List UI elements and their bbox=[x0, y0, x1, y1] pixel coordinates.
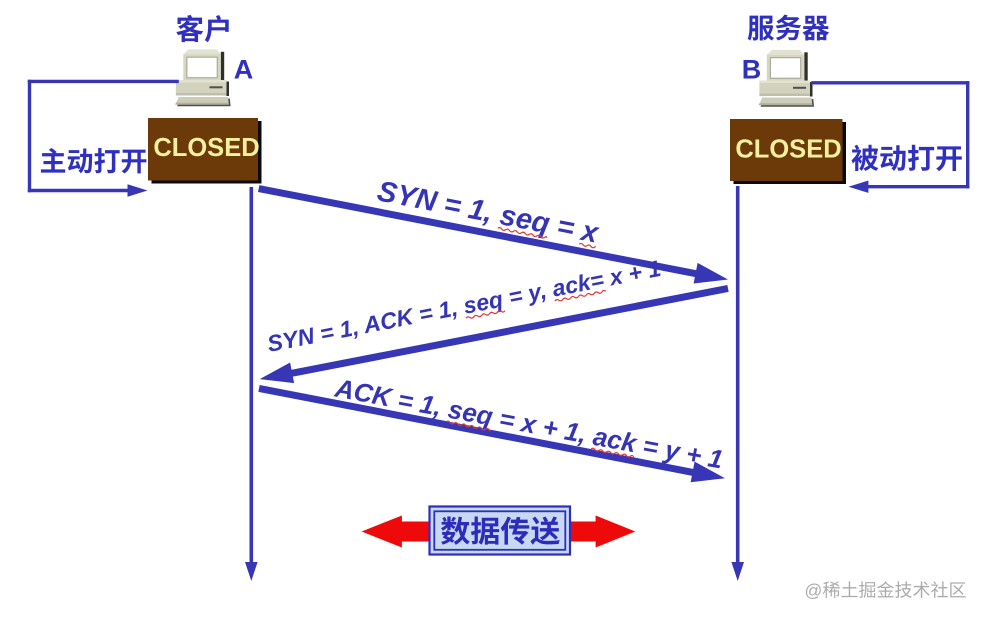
svg-text:B: B bbox=[742, 55, 762, 85]
svg-text:@: @ bbox=[805, 581, 823, 601]
svg-text:A: A bbox=[234, 55, 254, 85]
svg-text:CLOSED: CLOSED bbox=[735, 136, 841, 164]
svg-text:CLOSED: CLOSED bbox=[153, 134, 259, 162]
